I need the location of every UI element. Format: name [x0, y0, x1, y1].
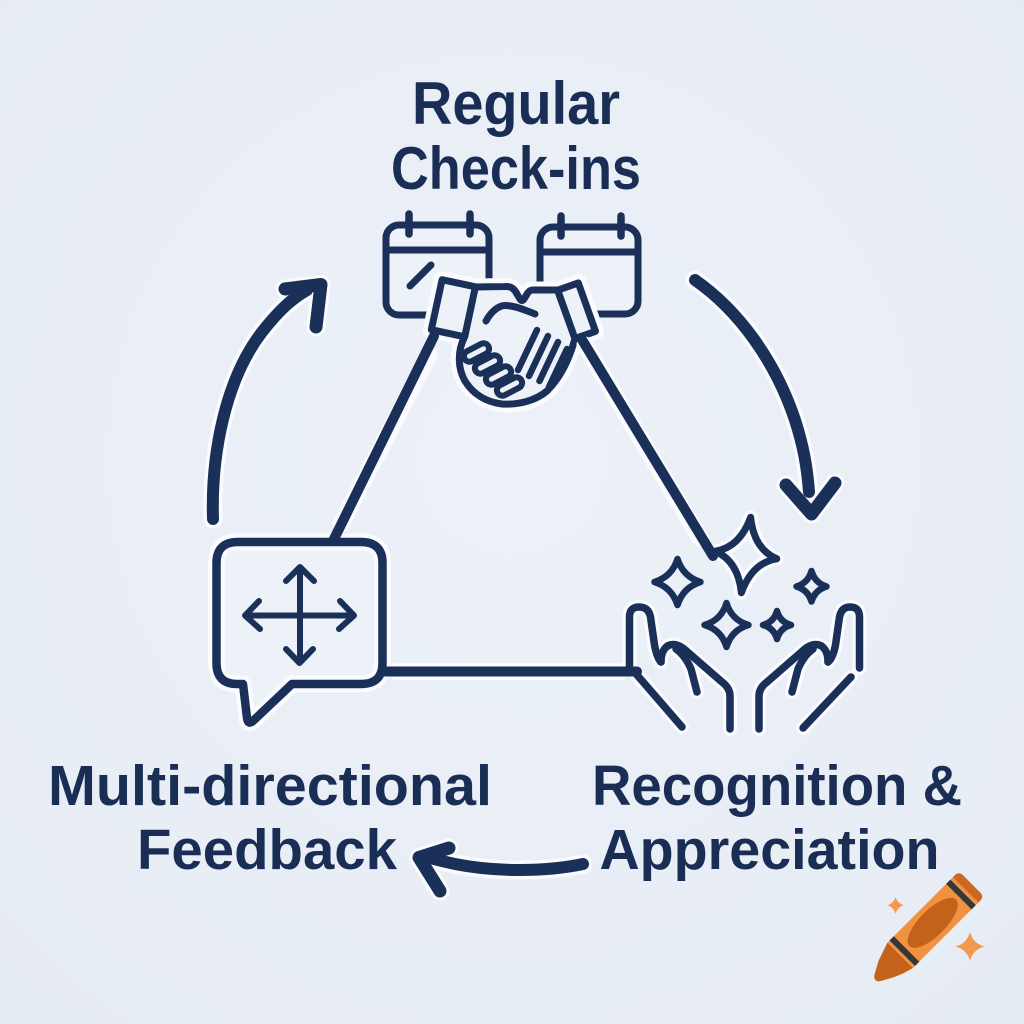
svg-text:Regular: Regular	[412, 70, 620, 137]
svg-text:Recognition &: Recognition &	[592, 754, 962, 818]
svg-text:Appreciation: Appreciation	[600, 818, 940, 882]
svg-text:Feedback: Feedback	[137, 818, 397, 882]
svg-text:Multi-directional: Multi-directional	[48, 754, 492, 818]
svg-text:Check-ins: Check-ins	[391, 135, 641, 202]
